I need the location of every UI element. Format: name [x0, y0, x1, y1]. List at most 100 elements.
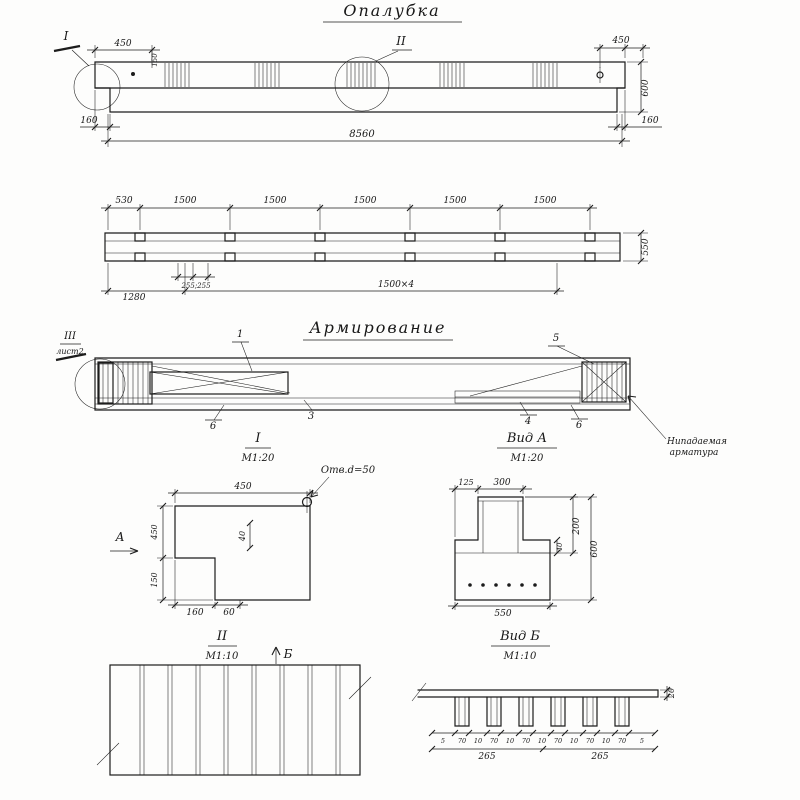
dot [507, 583, 511, 587]
dim-ticks [596, 44, 647, 52]
view-b-arrowhead [271, 646, 281, 656]
tooth-dim-1: 70 [458, 737, 466, 745]
tooth-dim-4: 10 [506, 737, 514, 745]
ext-lines [177, 263, 209, 281]
tooth-dim-8: 10 [570, 737, 578, 745]
bent-bars [151, 365, 583, 397]
section-i-scale: М1:20 [241, 453, 275, 464]
dim-600: 600 [641, 79, 651, 96]
cut-i-leader [71, 49, 90, 67]
dim-1500-4: 1500 [444, 196, 467, 206]
dim-160: 160 [186, 608, 203, 618]
note-line-1: Нипадаемая [666, 437, 727, 447]
cut-mark-iii-label: III [63, 331, 77, 342]
tooth-dim-0: 5 [441, 737, 445, 745]
view-a-title: Вид А [506, 431, 547, 446]
dim-160-left: 160 [80, 116, 97, 126]
dim-1280: 1280 [123, 293, 146, 303]
callout-leader [303, 399, 313, 411]
part-outline [174, 505, 311, 601]
dim-255-255: 255;255 [180, 282, 211, 290]
ext-lines [525, 496, 597, 601]
callout-6-left: 6 [210, 421, 217, 432]
view-a-detail: Вид А М1:20 125 300 40 200 600 550 [448, 431, 600, 619]
callout-leader [556, 345, 595, 365]
section-i-title: I [254, 431, 261, 446]
hatch-band-1 [164, 63, 190, 87]
view-b-scale: М1:10 [503, 651, 537, 662]
bar-lines [95, 363, 630, 405]
cut-ii-leader [375, 50, 399, 62]
formwork-title: Опалубка [343, 1, 440, 20]
dim-600: 600 [590, 540, 600, 557]
dim-450-left: 450 [150, 524, 159, 540]
hole-leader [310, 476, 330, 498]
ext-lines [157, 505, 213, 601]
view-a-arrow-label: А [114, 530, 124, 544]
callout-leader [213, 404, 225, 421]
ext-lines [616, 90, 626, 131]
view-a-scale: М1:20 [510, 453, 544, 464]
ext-lines [454, 485, 524, 537]
ext-lines [94, 90, 111, 131]
callout-1: 1 [237, 329, 243, 340]
cut-mark-i-label: I [63, 29, 69, 43]
left-anchor-block [97, 361, 153, 405]
detail-circle-iii [74, 358, 126, 410]
ext-lines [107, 263, 558, 295]
plan-view: 530 1500 1500 1500 1500 1500 550 255;255… [101, 196, 651, 303]
dim-1500-3: 1500 [354, 196, 377, 206]
stem-outline [477, 496, 524, 541]
dim-200: 200 [572, 517, 582, 535]
dim-1500-2: 1500 [264, 196, 287, 206]
ext-lines [619, 61, 648, 113]
strip-outline [417, 689, 659, 698]
dot [494, 583, 498, 587]
reinforcement-elevation-view: Армирование III лист2 1 5 6 3 4 [55, 318, 727, 458]
dim-150-left: 150 [150, 572, 159, 587]
view-b-arrow-label: Б [283, 647, 293, 661]
dim-ticks [104, 204, 594, 212]
section-ii-view: II М1:10 Б [96, 629, 372, 776]
dim-ticks [663, 686, 671, 701]
dim-ticks [428, 745, 659, 753]
beam-outline [94, 61, 626, 113]
dim-ticks [171, 489, 314, 497]
note-arrowhead [627, 395, 637, 404]
dim-ticks [171, 601, 244, 609]
dot [533, 583, 537, 587]
plan-inner-lines [105, 240, 620, 254]
break-mark [411, 682, 427, 702]
tooth-dim-7: 70 [554, 737, 562, 745]
teeth-inner-lines [458, 697, 626, 726]
section-ii-outline [109, 664, 361, 776]
detail-circle-ii [334, 56, 390, 112]
hole-note: Отв.d=50 [321, 465, 376, 476]
view-b-title: Вид Б [499, 629, 540, 644]
ext-lines [599, 44, 644, 68]
dim-40: 40 [556, 542, 564, 552]
formwork-elevation-view: Опалубка I II 450 150 450 [53, 1, 662, 147]
ext-lines [660, 689, 672, 698]
section-ii-scale: М1:10 [205, 651, 239, 662]
note-line-2: арматура [670, 448, 719, 458]
dim-ticks [159, 502, 167, 604]
hatch-band-4 [439, 63, 465, 87]
dim-550: 550 [494, 609, 511, 619]
dim-ticks [451, 485, 527, 493]
dim-20: 20 [667, 688, 676, 699]
dim-300: 300 [493, 478, 510, 488]
dim-450-top: 450 [233, 482, 251, 492]
dim-ticks [174, 273, 212, 281]
ext-lines [107, 204, 591, 230]
view-b-detail: Вид Б М1:10 5 70 10 70 10 70 10 70 10 70… [411, 629, 676, 762]
dim-265-left: 265 [477, 752, 495, 762]
reinforcement-title: Армирование [309, 318, 447, 337]
callout-3: 3 [308, 411, 314, 422]
hatch-band-3 [346, 63, 376, 87]
tooth-dim-9: 70 [586, 737, 594, 745]
sheet-note: лист2 [56, 347, 83, 356]
hatch-band-5 [532, 63, 558, 87]
right-block-hatch [581, 361, 627, 403]
